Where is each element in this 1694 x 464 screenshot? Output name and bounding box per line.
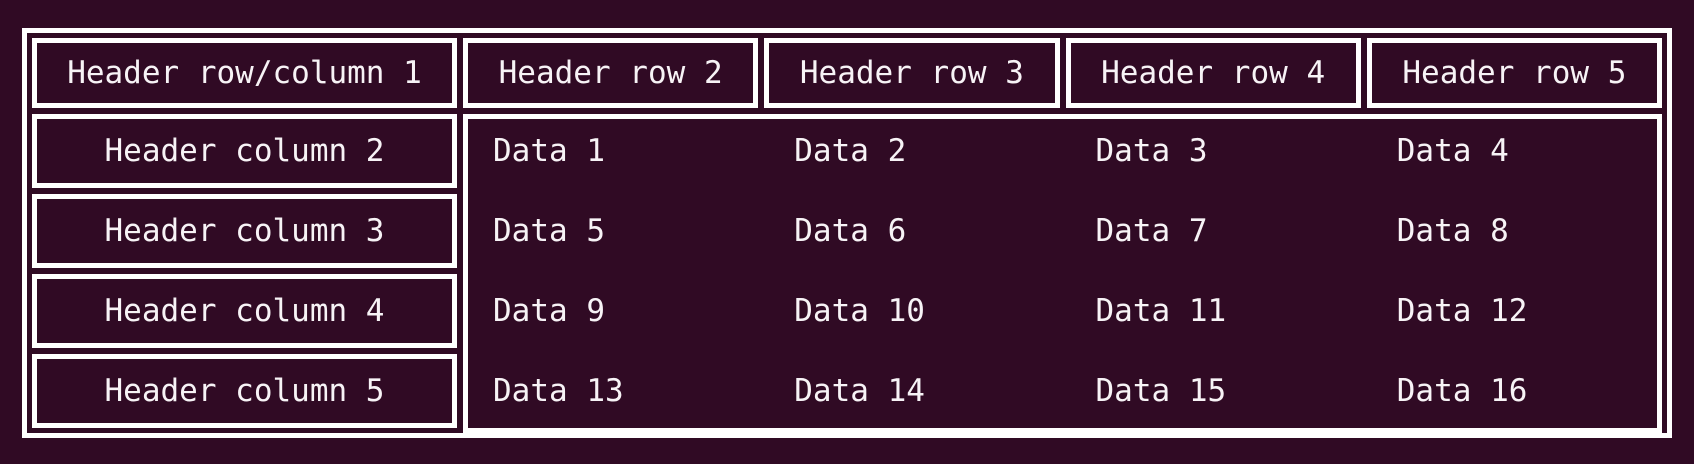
table-cell: Data 9: [493, 292, 605, 329]
top-header-cell-5: Header row 5: [1366, 38, 1662, 108]
left-header-cell-5: Header column 5: [32, 354, 457, 428]
table-cell: Data 14: [794, 372, 925, 409]
data-block-border: [463, 114, 1662, 433]
top-header-cell-3: Header row 3: [764, 38, 1060, 108]
table-cell: Data 11: [1095, 292, 1227, 329]
left-header-cell-4: Header column 4: [32, 274, 457, 348]
data-table: Header row/column 1 Header row 2 Header …: [22, 28, 1672, 438]
table-cell: Data 8: [1396, 212, 1509, 249]
corner-header-cell: Header row/column 1: [32, 38, 457, 108]
top-header-cell-4: Header row 4: [1065, 38, 1361, 108]
table-cell: Data 6: [794, 212, 907, 249]
table-cell: Data 12: [1396, 292, 1528, 329]
table-cell: Data 1: [493, 132, 605, 169]
table-cell: Data 15: [1095, 372, 1227, 409]
table-cell: Data 7: [1095, 212, 1208, 249]
table-cell: Data 16: [1396, 372, 1528, 409]
left-header-cell-2: Header column 2: [32, 114, 457, 188]
table-cell: Data 10: [794, 292, 925, 329]
table-cell: Data 13: [493, 372, 624, 409]
table-cell: Data 5: [493, 212, 605, 249]
table-cell: Data 2: [794, 132, 907, 169]
table-cell: Data 3: [1095, 132, 1208, 169]
top-header-cell-2: Header row 2: [463, 38, 759, 108]
left-header-cell-3: Header column 3: [32, 194, 457, 268]
table-cell: Data 4: [1396, 132, 1509, 169]
